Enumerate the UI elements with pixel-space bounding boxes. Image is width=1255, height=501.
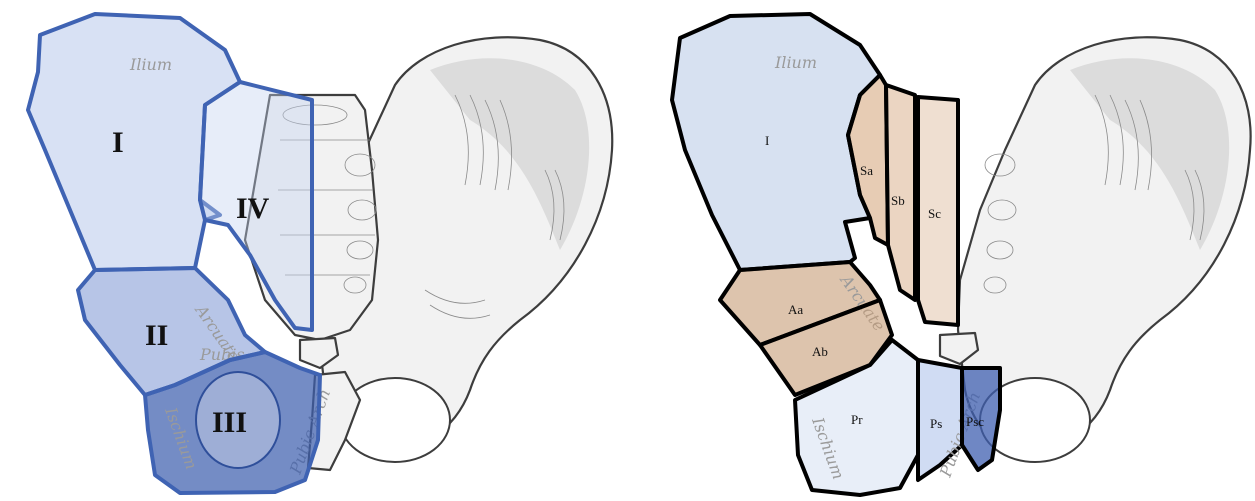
left-pelvis: Pubic Arch Ilium I IV Arcuate Pubis II I… bbox=[28, 14, 612, 493]
right-panel-ilium-print: Ilium bbox=[774, 53, 817, 72]
left-zone-IV-label: IV bbox=[236, 192, 270, 225]
right-zone-I-label: I bbox=[765, 133, 769, 148]
left-zone-III-label: III bbox=[212, 406, 247, 439]
right-zone-Sb-label: Sb bbox=[891, 193, 905, 208]
right-zone-Psc-label: Psc bbox=[966, 414, 984, 429]
right-zone-Ab-label: Ab bbox=[812, 344, 828, 359]
right-zone-Pr-label: Pr bbox=[851, 412, 863, 427]
right-zone-Sc-label: Sc bbox=[928, 206, 941, 221]
left-panel-contralateral-obturator bbox=[340, 378, 450, 462]
right-zone-Ps-label: Ps bbox=[930, 416, 942, 431]
left-zone-II-label: II bbox=[145, 319, 168, 352]
right-zone-Sa-label: Sa bbox=[860, 163, 873, 178]
right-zone-Aa-label: Aa bbox=[788, 302, 803, 317]
left-zone-I-label: I bbox=[112, 126, 124, 159]
left-panel-ilium-print: Ilium bbox=[129, 55, 172, 74]
right-pelvis: Ilium I Sa Sb Sc Arcuate Aa Ab Ischium P… bbox=[672, 14, 1251, 495]
